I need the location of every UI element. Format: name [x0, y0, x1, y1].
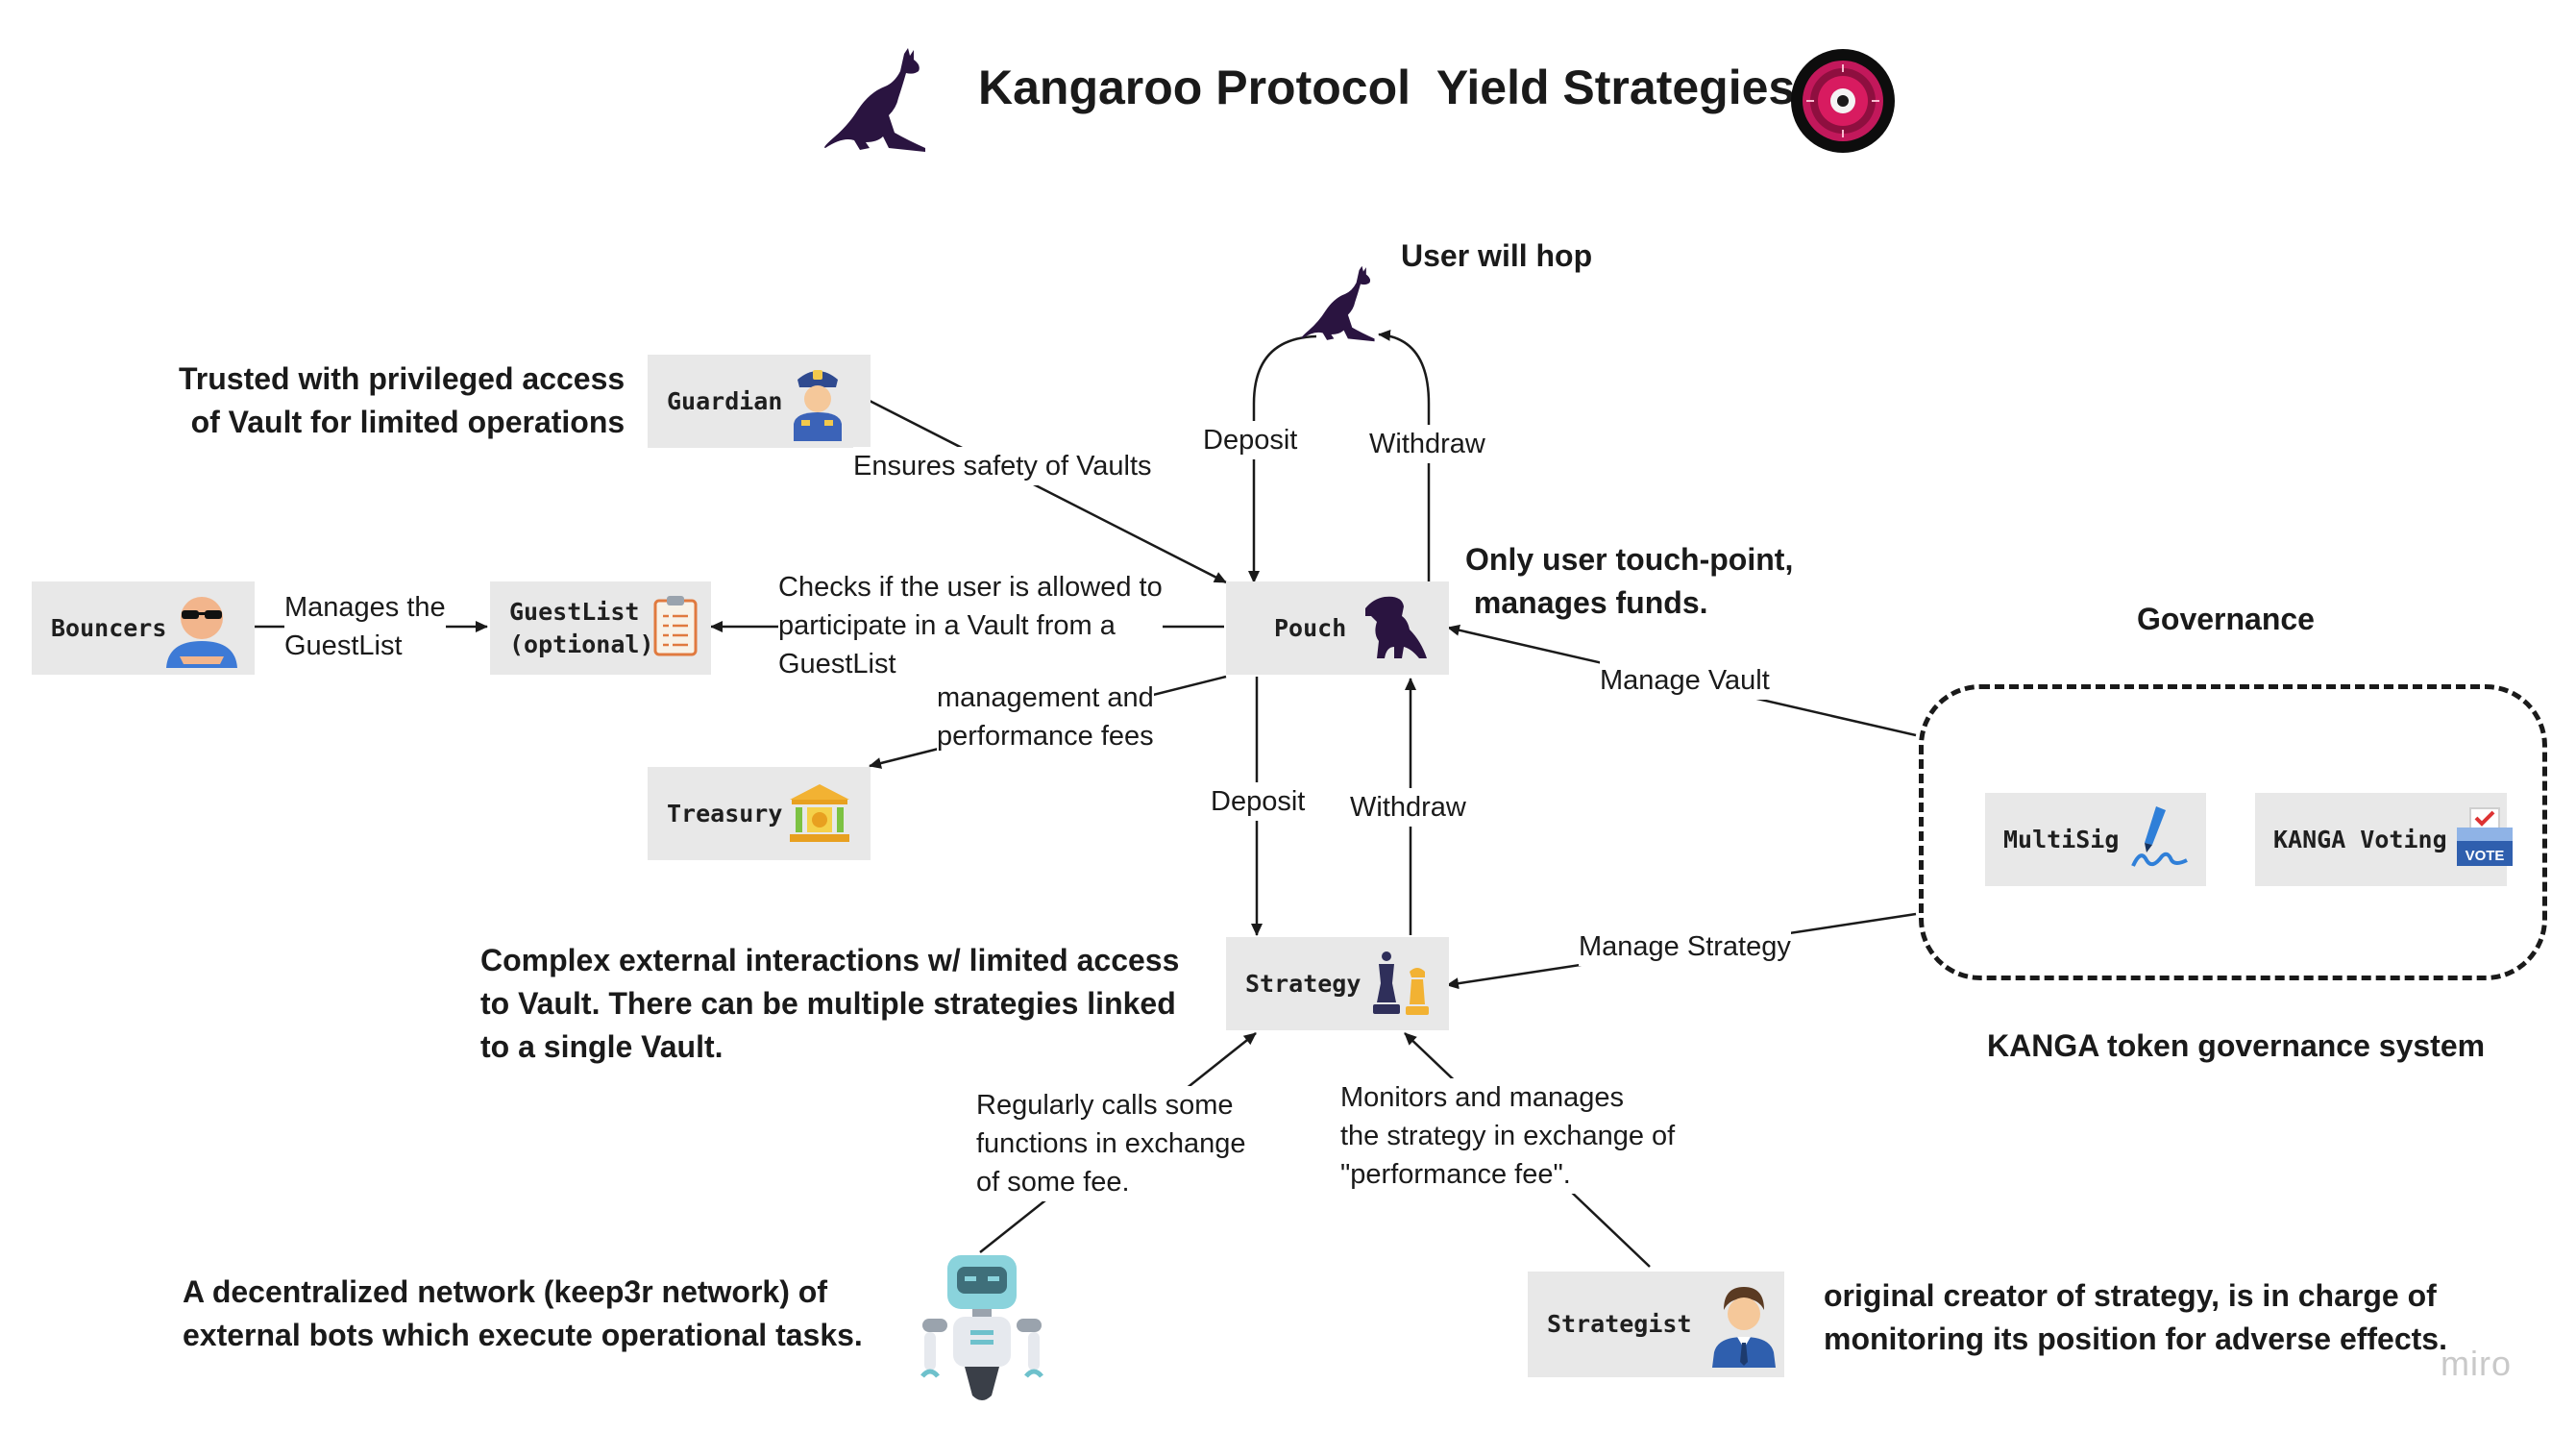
edge-user-to-pouch: [1248, 334, 1317, 583]
strategist-node[interactable]: Strategist: [1528, 1272, 1784, 1377]
keeper-note: A decentralized network (keep3r network)…: [183, 1274, 863, 1352]
user-kangaroo-icon: [1299, 265, 1376, 342]
user-deposit-label: Deposit: [1203, 421, 1298, 459]
user-withdraw-label: Withdraw: [1369, 425, 1485, 463]
strategist-note: original creator of strategy, is in char…: [1824, 1278, 2447, 1356]
bouncers-label: Bouncers: [51, 613, 167, 642]
bouncers-node[interactable]: Bouncers: [32, 581, 255, 675]
logo-kangaroo-icon: [822, 48, 927, 152]
guardian-note: Trusted with privileged access of Vault …: [179, 361, 626, 439]
edge-guardian-to-pouch: [869, 399, 1227, 584]
kanga-voting-node[interactable]: KANGA Voting VOTE: [2255, 793, 2513, 886]
strategist-label: Strategist: [1547, 1310, 1692, 1338]
pouch-node[interactable]: Pouch: [1226, 581, 1449, 675]
svg-text:VOTE: VOTE: [2466, 848, 2505, 864]
multisig-label: MultiSig: [2003, 825, 2120, 853]
multisig-node[interactable]: MultiSig: [1985, 793, 2206, 886]
police-officer-icon: [788, 362, 847, 446]
pouch-note: Only user touch-point, manages funds.: [1465, 542, 1794, 620]
clipboard-list-icon: [653, 595, 698, 661]
governance-title: Governance: [2137, 602, 2315, 636]
ballot-box-icon: VOTE: [2455, 806, 2515, 873]
user-hop-note: User will hop: [1401, 238, 1593, 273]
guestlist-node[interactable]: GuestList (optional): [490, 581, 711, 675]
governance-caption: KANGA token governance system: [1987, 1028, 2486, 1063]
businessman-icon: [1710, 1285, 1778, 1372]
guestlist-label: GuestList (optional): [509, 597, 654, 658]
trex-icon: [1363, 595, 1427, 665]
robot-icon: [915, 1251, 1049, 1405]
kanga-voting-label: KANGA Voting: [2273, 825, 2447, 853]
strategy-note: Complex external interactions w/ limited…: [480, 943, 1180, 1064]
page-title: Kangaroo Protocol Yield Strategies: [978, 61, 1796, 114]
bank-icon: [788, 782, 851, 849]
treasury-label: Treasury: [667, 799, 783, 828]
guardian-node[interactable]: Guardian: [648, 355, 871, 448]
chess-pieces-icon: [1367, 951, 1435, 1023]
manage-vault-label: Manage Vault: [1600, 661, 1770, 700]
pen-signature-icon: [2129, 804, 2191, 877]
ensures-safety-label: Ensures safety of Vaults: [853, 447, 1152, 485]
edge-pouch-to-user: [1378, 329, 1431, 582]
pouch-label: Pouch: [1274, 613, 1347, 642]
keeper-calls-label: Regularly calls some functions in exchan…: [976, 1086, 1246, 1201]
manages-guestlist-label: Manages the GuestList: [284, 588, 446, 665]
strategist-monitors-label: Monitors and manages the strategy in exc…: [1340, 1078, 1676, 1194]
treasury-node[interactable]: Treasury: [648, 767, 871, 860]
manage-strategy-label: Manage Strategy: [1579, 927, 1791, 966]
strategy-deposit-label: Deposit: [1211, 782, 1306, 821]
guardian-label: Guardian: [667, 386, 783, 415]
strategy-node[interactable]: Strategy: [1226, 937, 1449, 1030]
strategy-withdraw-label: Withdraw: [1350, 788, 1466, 827]
bouncer-icon: [162, 589, 241, 673]
checks-user-label: Checks if the user is allowed to partici…: [778, 568, 1163, 683]
kangaroo-badge-icon: [1790, 48, 1896, 154]
miro-watermark: miro: [2441, 1344, 2512, 1383]
strategy-label: Strategy: [1245, 969, 1362, 998]
governance-group: [1919, 684, 2547, 980]
fees-label: management and performance fees: [937, 679, 1154, 755]
